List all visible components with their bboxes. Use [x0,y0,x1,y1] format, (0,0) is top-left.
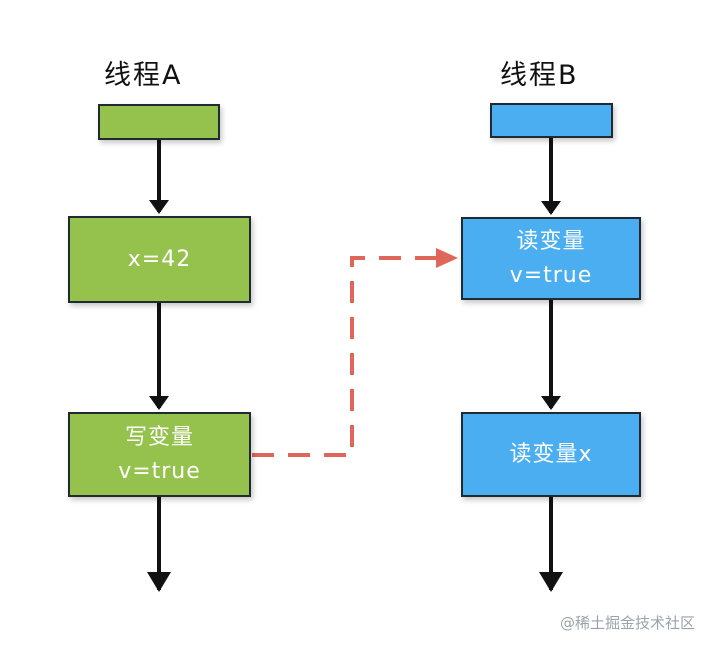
thread-a-box-assign-label: x=42 [127,246,192,272]
watermark: @稀土掘金技术社区 [560,614,696,632]
arrowhead-b1 [541,201,561,215]
arrowhead-b3 [539,572,563,592]
arrowhead-a3 [147,572,171,592]
dashed-sync-arrow [252,248,458,457]
arrowhead-a2 [149,396,169,410]
thread-a-flow-arrows [147,140,171,592]
thread-a-box-write-line2: v=true [118,458,201,484]
thread-b-box-read-x: 读变量x [461,412,641,497]
thread-b-title: 线程B [500,60,579,91]
thread-a-box-assign: x=42 [68,216,251,303]
thread-a-box-write: 写变量 v=true [68,412,251,497]
thread-a-box-write-line1: 写变量 [124,424,194,450]
thread-a-title: 线程A [104,60,183,91]
thread-a-header-box [98,104,220,140]
arrowhead-b2 [541,396,561,410]
thread-b-flow-arrows [539,138,563,592]
thread-b-box-read-v-line1: 读变量 [516,228,586,254]
thread-b-box-read-v-line2: v=true [509,262,593,288]
thread-b-box-read-x-label: 读变量x [509,441,593,467]
thread-b-header-box [490,103,613,138]
arrowhead-a1 [149,200,169,214]
thread-b-box-read-v: 读变量 v=true [461,217,641,300]
dashed-sync-arrowhead [436,248,458,268]
dashed-sync-line [252,256,440,457]
